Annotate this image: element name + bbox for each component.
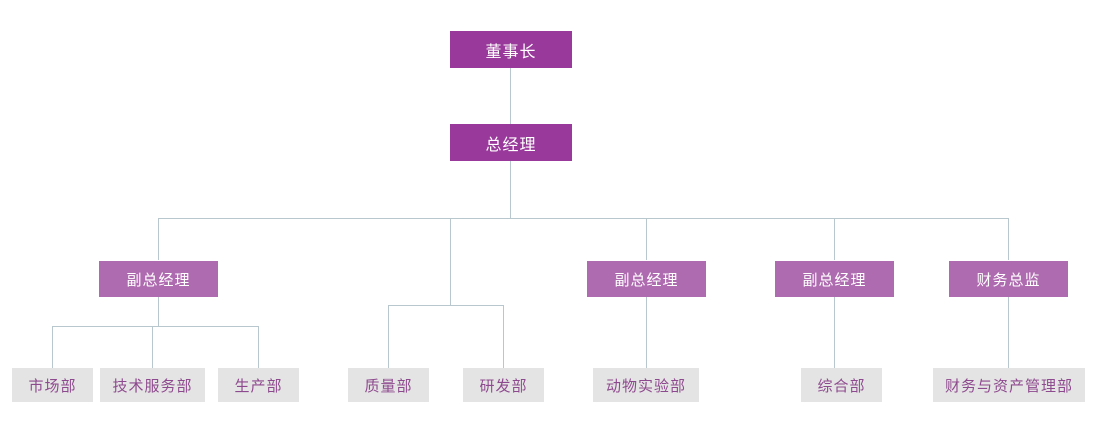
connector-middle-bar [388, 305, 504, 306]
connector-deputy1-to-production [258, 326, 259, 368]
connector-drop-deputy-3 [834, 218, 835, 260]
node-deputy-gm-2[interactable]: 副总经理 [587, 261, 706, 297]
connector-deputy2-to-animal-lab [646, 297, 647, 368]
connector-deputy1-down [158, 297, 159, 326]
connector-gm-to-bus [510, 161, 511, 218]
node-chairman[interactable]: 董事长 [450, 31, 572, 68]
connector-drop-middle-branch [450, 218, 451, 305]
node-deputy-gm-1[interactable]: 副总经理 [99, 261, 218, 297]
node-general-manager[interactable]: 总经理 [450, 124, 572, 161]
connector-middle-to-rd [503, 305, 504, 368]
node-finance-asset-dept[interactable]: 财务与资产管理部 [933, 368, 1085, 402]
node-deputy-gm-3[interactable]: 副总经理 [775, 261, 894, 297]
connector-deputy1-bar [52, 326, 259, 327]
connector-deputy1-to-tech-service [152, 326, 153, 368]
connector-deputy3-to-general-affairs [834, 297, 835, 368]
connector-drop-finance-director [1008, 218, 1009, 260]
node-production-dept[interactable]: 生产部 [218, 368, 299, 402]
node-market-dept[interactable]: 市场部 [12, 368, 93, 402]
connector-drop-deputy-1 [158, 218, 159, 260]
node-rd-dept[interactable]: 研发部 [463, 368, 544, 402]
connector-deputy1-to-market [52, 326, 53, 368]
node-finance-director[interactable]: 财务总监 [949, 261, 1068, 297]
node-general-affairs-dept[interactable]: 综合部 [801, 368, 882, 402]
connector-chairman-to-gm [510, 68, 511, 124]
node-animal-lab-dept[interactable]: 动物实验部 [593, 368, 699, 402]
connector-drop-deputy-2 [646, 218, 647, 260]
connector-main-bus [158, 218, 1009, 219]
node-tech-service-dept[interactable]: 技术服务部 [100, 368, 205, 402]
connector-middle-to-quality [388, 305, 389, 368]
node-quality-dept[interactable]: 质量部 [348, 368, 429, 402]
connector-finance-director-to-finance-dept [1008, 297, 1009, 368]
